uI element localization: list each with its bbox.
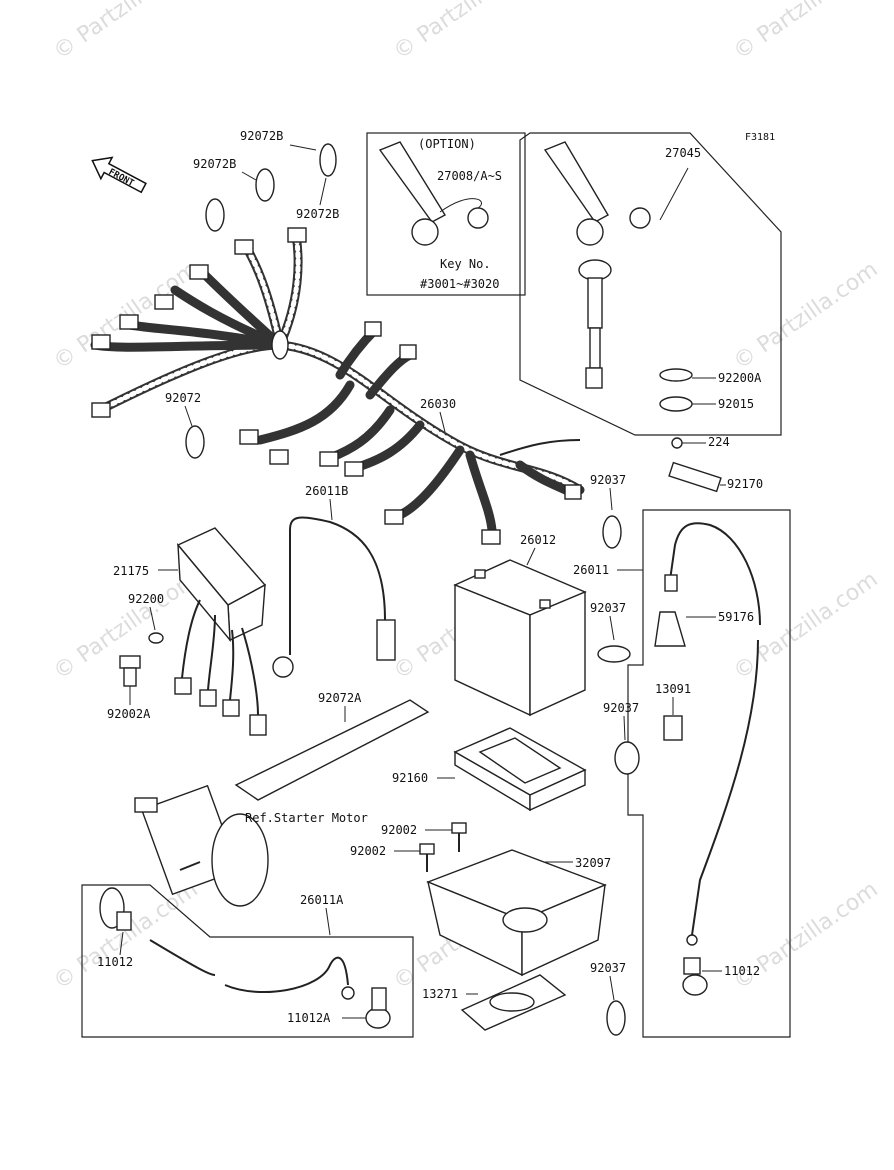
bolt-icon xyxy=(419,843,435,855)
watermark-text: © Partzilla.com xyxy=(729,0,882,65)
key-no-label: Key No. xyxy=(440,257,491,271)
clamp-icon xyxy=(602,515,622,549)
part-label-92072B-b: 92072B xyxy=(193,157,236,171)
part-label-92072B-a: 92072B xyxy=(240,129,283,143)
clamp-icon xyxy=(597,645,631,663)
part-label-13091: 13091 xyxy=(655,682,691,696)
watermark-text: © Partzilla.com xyxy=(49,877,202,995)
cable-26011A-box xyxy=(81,884,414,1038)
part-label-11012A: 11012A xyxy=(287,1011,331,1025)
watermark-text: © Partzilla.com xyxy=(729,567,882,685)
part-label-21175: 21175 xyxy=(113,564,149,578)
ring-terminal-icon xyxy=(341,986,355,1000)
part-label-224: 224 xyxy=(708,435,730,449)
battery-icon xyxy=(453,559,587,717)
terminal-cover-icon xyxy=(99,887,132,931)
part-label-92002-b: 92002 xyxy=(350,844,386,858)
starter-motor-icon xyxy=(134,784,269,907)
part-label-26011A: 26011A xyxy=(300,893,344,907)
clamp-icon xyxy=(319,143,337,177)
screw-icon xyxy=(671,437,683,449)
battery-cable-26011 xyxy=(669,522,761,936)
ref-starter-motor-label: Ref.Starter Motor xyxy=(245,811,368,825)
clamp-icon xyxy=(614,741,640,775)
part-label-92037-b: 92037 xyxy=(590,601,626,615)
bolt-icon xyxy=(119,655,141,687)
battery-strap-92072A xyxy=(234,699,430,801)
part-label-26030: 26030 xyxy=(420,397,456,411)
part-label-92072A: 92072A xyxy=(318,691,362,705)
part-label-92037-d: 92037 xyxy=(590,961,626,975)
ecu-module-icon xyxy=(174,527,267,736)
clamp-icon xyxy=(205,198,225,232)
part-label-13271: 13271 xyxy=(422,987,458,1001)
part-label-92072: 92072 xyxy=(165,391,201,405)
option-label: (OPTION) xyxy=(418,137,476,151)
front-arrow-icon: FRONT xyxy=(91,156,147,194)
part-label-26011B: 26011B xyxy=(305,484,348,498)
key-no-range: #3001~#3020 xyxy=(420,277,499,291)
watermark-text: © Partzilla.com xyxy=(389,0,542,65)
part-label-92002-a: 92002 xyxy=(381,823,417,837)
washer-icon xyxy=(148,632,164,644)
part-label-26012: 26012 xyxy=(520,533,556,547)
ignition-box xyxy=(519,132,782,436)
clamp-icon xyxy=(185,425,205,459)
battery-case-icon xyxy=(426,849,607,977)
battery-cable-26011B xyxy=(289,516,386,655)
nut-icon xyxy=(659,396,693,412)
clamp-icon xyxy=(606,1000,626,1036)
terminal-boot-icon xyxy=(376,619,396,661)
bracket-13091-icon xyxy=(663,715,683,741)
strap-92170-icon xyxy=(668,461,722,493)
part-label-92200A: 92200A xyxy=(718,371,762,385)
option-key-fob-icon xyxy=(378,141,489,246)
part-label-92200: 92200 xyxy=(128,592,164,606)
part-label-11012-b: 11012 xyxy=(724,964,760,978)
terminal-cover-icon xyxy=(682,957,708,996)
part-label-92002A: 92002A xyxy=(107,707,151,721)
part-label-92160: 92160 xyxy=(392,771,428,785)
part-label-27008: 27008/A~S xyxy=(437,169,502,183)
part-label-11012-a: 11012 xyxy=(97,955,133,969)
part-label-92072B-c: 92072B xyxy=(296,207,339,221)
watermark-text: © Partzilla.com xyxy=(49,0,202,65)
clamp-icon xyxy=(255,168,275,202)
ring-terminal-icon xyxy=(272,656,294,678)
watermark-text: © Partzilla.com xyxy=(729,257,882,375)
battery-cable-26011A xyxy=(149,939,349,994)
part-label-92037-a: 92037 xyxy=(590,473,626,487)
bolt-icon xyxy=(451,822,467,834)
option-box xyxy=(366,132,526,296)
main-wire-harness xyxy=(90,227,585,545)
terminal-cover-icon xyxy=(365,987,391,1029)
cable-26011-box xyxy=(627,509,791,1038)
ignition-key-fob-icon xyxy=(543,141,651,389)
part-label-27045: 27045 xyxy=(665,146,701,160)
part-label-32097: 32097 xyxy=(575,856,611,870)
part-label-26011: 26011 xyxy=(573,563,609,577)
terminal-boot-59176 xyxy=(654,611,686,647)
figure-code: F3181 xyxy=(745,132,775,143)
part-label-92170: 92170 xyxy=(727,477,763,491)
washer-icon xyxy=(659,368,693,382)
part-label-59176: 59176 xyxy=(718,610,754,624)
part-label-92015: 92015 xyxy=(718,397,754,411)
part-label-92037-c: 92037 xyxy=(603,701,639,715)
battery-tray-icon xyxy=(453,727,587,812)
ring-terminal-icon xyxy=(686,934,698,946)
terminal-boot-icon xyxy=(664,574,678,592)
